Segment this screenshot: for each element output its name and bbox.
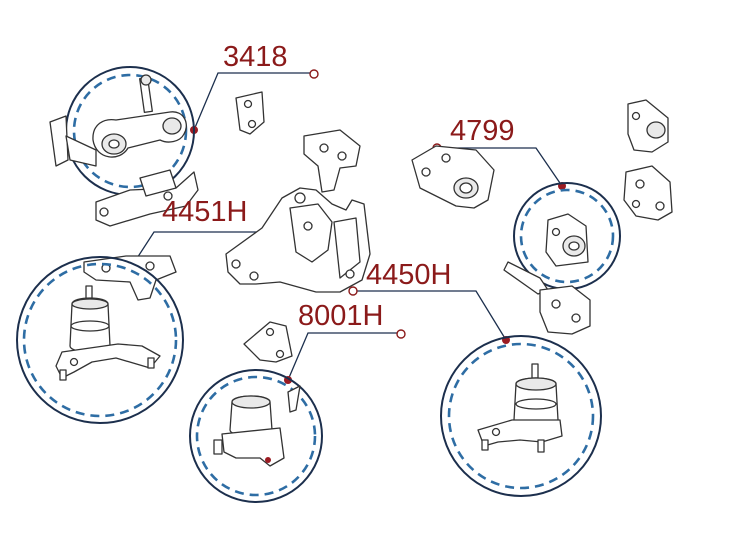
detail-ring-4451h [16, 256, 184, 424]
leader-end-4450h [348, 286, 358, 296]
detail-ring-4799 [513, 182, 621, 290]
bracket-part-right-upper [411, 145, 495, 209]
dashed-ring [519, 188, 615, 284]
outer-ring [440, 335, 602, 497]
bracket-part-right-mid [623, 165, 673, 221]
leader-3418 [193, 72, 312, 131]
part-number-label-8001h[interactable]: 8001H [298, 300, 383, 332]
engine-mount-part-left [55, 285, 161, 381]
bracket-part-small-top [235, 91, 265, 135]
detail-ring-3418 [49, 66, 195, 196]
part-number-label-4799[interactable]: 4799 [450, 115, 515, 147]
callout-4450h: 4450H [348, 259, 510, 344]
detail-ring-8001h [189, 369, 323, 503]
part-number-label-4451h[interactable]: 4451H [162, 196, 247, 228]
torque-rod-part-right [503, 261, 591, 335]
leader-4799 [440, 147, 563, 187]
bracket-part-top-right [627, 99, 669, 153]
outer-ring [189, 369, 323, 503]
dashed-ring [22, 262, 178, 418]
torque-rod-part [49, 74, 187, 167]
bracket-part-top-center [303, 129, 361, 193]
engine-mount-part-right-small [545, 213, 589, 267]
detail-ring-4450h [440, 335, 602, 497]
dashed-ring [447, 342, 595, 490]
callout-8001h: 8001H [284, 300, 406, 384]
bracket-part-lower-left [95, 169, 199, 227]
part-number-label-3418[interactable]: 3418 [223, 41, 288, 73]
part-number-label-4450h[interactable]: 4450H [366, 259, 451, 291]
engine-mount-part-bottom [213, 385, 301, 467]
central-bracket-part [225, 187, 371, 293]
leader-4450h [354, 290, 507, 341]
engine-mount-part-right-large [477, 363, 563, 453]
outer-ring [16, 256, 184, 424]
bracket-part-small-center [243, 321, 293, 363]
dashed-ring [195, 375, 317, 497]
leader-8001h [287, 332, 398, 381]
leader-end-3418 [309, 69, 319, 79]
leader-end-8001h [396, 329, 406, 339]
callout-3418: 3418 [190, 41, 319, 134]
